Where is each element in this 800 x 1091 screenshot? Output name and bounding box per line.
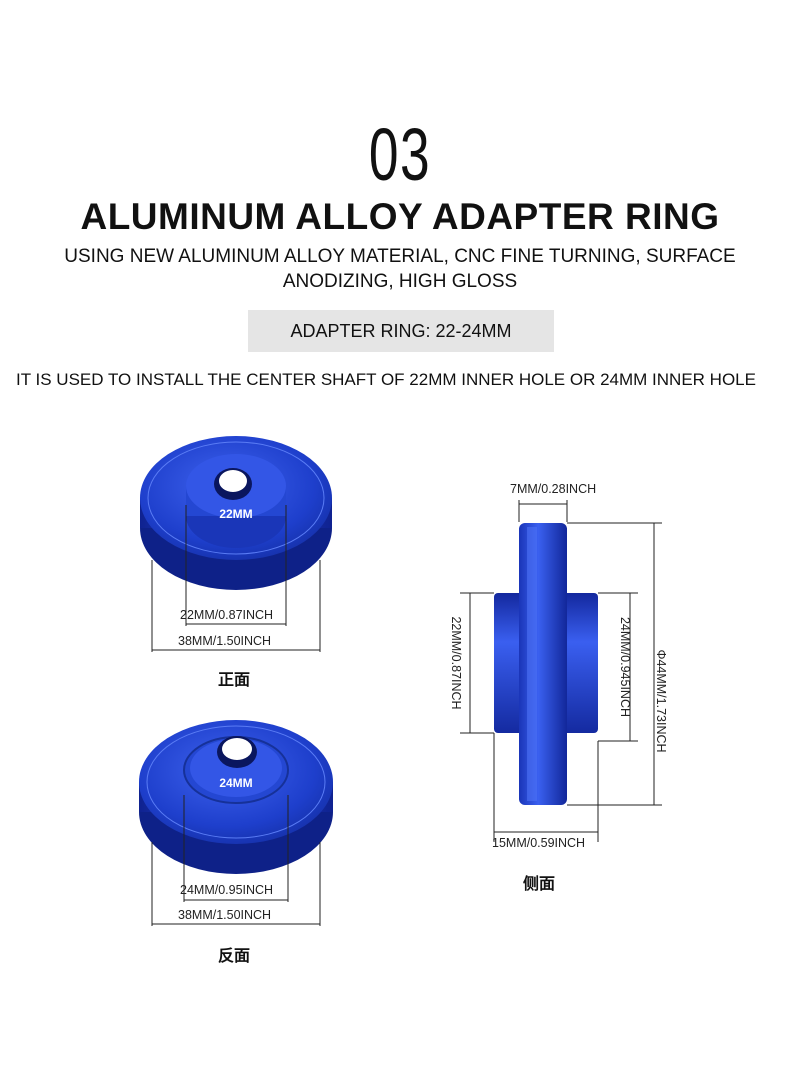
product-title: ALUMINUM ALLOY ADAPTER RING [80, 196, 720, 237]
side-flange-dimension: 7MM/0.28INCH [510, 482, 597, 496]
back-dimension-lines [151, 795, 321, 926]
product-subtitle: USING NEW ALUMINUM ALLOY MATERIAL, CNC F… [20, 244, 780, 294]
section-number: 03 [368, 113, 432, 196]
side-diameter-dimension: Φ44MM/1.73INCH [654, 649, 668, 753]
side-dimension-lines [460, 500, 662, 842]
front-ring [140, 436, 332, 590]
back-inner-size-label: 24MM [219, 776, 253, 790]
front-dimension-lines [151, 505, 321, 652]
side-view-caption: 侧面 [523, 874, 556, 893]
side-view-ring [494, 523, 598, 805]
side-right-hub-dimension: 24MM/0.945INCH [618, 616, 632, 718]
usage-description: IT IS USED TO INSTALL THE CENTER SHAFT O… [16, 370, 756, 389]
side-length-dimension: 15MM/0.59INCH [492, 836, 586, 850]
spec-badge: ADAPTER RING: 22-24MM [248, 310, 554, 352]
side-left-hub-dimension: 22MM/0.87INCH [449, 616, 463, 710]
back-outer-dimension: 38MM/1.50INCH [178, 908, 272, 922]
front-outer-dimension: 38MM/1.50INCH [178, 634, 272, 648]
front-inner-dimension: 22MM/0.87INCH [180, 608, 274, 622]
front-inner-size-label: 22MM [219, 507, 253, 521]
subtitle-line-2: ANODIZING, HIGH GLOSS [282, 271, 518, 292]
back-view-caption: 反面 [218, 946, 251, 965]
back-ring [139, 720, 333, 874]
front-view-caption: 正面 [218, 670, 251, 689]
subtitle-line-1: USING NEW ALUMINUM ALLOY MATERIAL, CNC F… [64, 246, 736, 267]
back-inner-dimension: 24MM/0.95INCH [180, 883, 274, 897]
